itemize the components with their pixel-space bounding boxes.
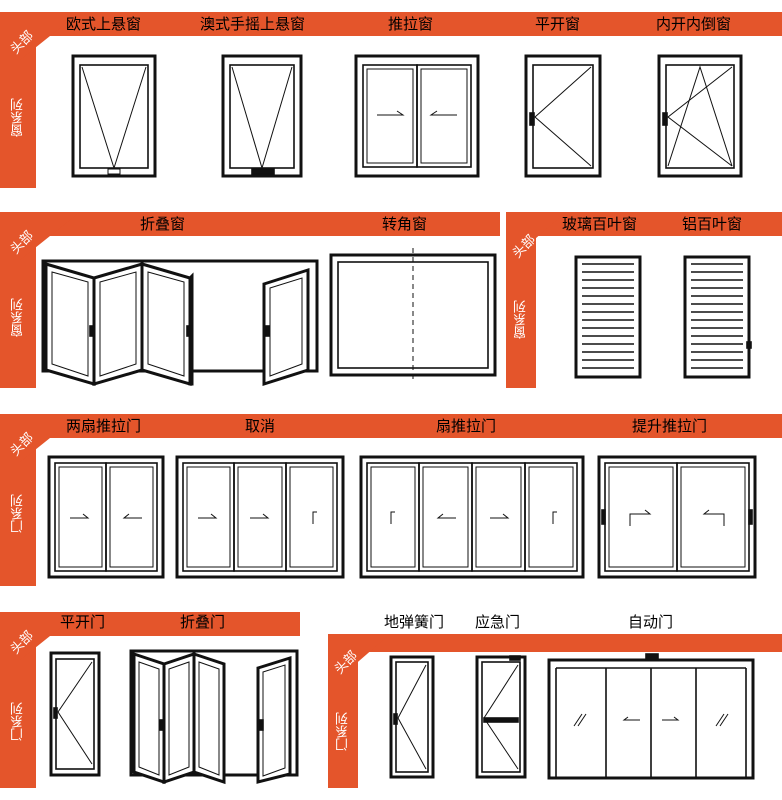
glass-louver-window-icon bbox=[574, 255, 642, 379]
lift-sliding-door-icon bbox=[597, 455, 757, 579]
row1-side-label: 窗系列 bbox=[11, 98, 26, 137]
row1-top-band bbox=[0, 12, 782, 36]
emergency-door-icon bbox=[475, 655, 527, 779]
aus-winder-window-icon bbox=[221, 54, 303, 178]
label-corner-window: 转角窗 bbox=[382, 215, 428, 233]
row4-side-label: 门系列 bbox=[11, 702, 26, 741]
label-floor-spring-door: 地弹簧门 bbox=[384, 613, 445, 631]
row2b-side-label: 窗系列 bbox=[514, 300, 529, 339]
row3-side-label: 门系列 bbox=[11, 494, 26, 533]
label-automatic-door: 自动门 bbox=[628, 613, 674, 631]
label-sliding-window: 推拉窗 bbox=[388, 15, 434, 33]
label-tilt-turn-window: 内开内倒窗 bbox=[656, 15, 732, 33]
label-cancel: 取消 bbox=[245, 417, 276, 435]
three-panel-sliding-door-icon bbox=[175, 455, 345, 579]
label-lift-sliding-door: 提升推拉门 bbox=[632, 417, 708, 435]
two-panel-sliding-door-icon bbox=[47, 455, 165, 579]
four-panel-sliding-door-icon bbox=[359, 455, 585, 579]
label-emergency-door: 应急门 bbox=[475, 613, 521, 631]
label-euro-top-hung-window: 欧式上悬窗 bbox=[66, 15, 142, 33]
label-two-panel-sliding-door: 两扇推拉门 bbox=[66, 417, 142, 435]
tilt-turn-window-icon bbox=[657, 54, 743, 178]
label-glass-louver-window: 玻璃百叶窗 bbox=[562, 215, 638, 233]
label-aluminum-louver-window: 铝百叶窗 bbox=[682, 215, 743, 233]
swing-door-icon bbox=[49, 651, 101, 777]
label-folding-window: 折叠窗 bbox=[140, 215, 186, 233]
row4b-top-band bbox=[328, 634, 782, 652]
folding-door-icon bbox=[129, 649, 299, 785]
row4b-side-label: 门系列 bbox=[336, 712, 351, 751]
corner-window-icon bbox=[329, 248, 497, 382]
euro-top-hung-window-icon bbox=[71, 54, 157, 178]
sliding-window-icon bbox=[354, 54, 480, 178]
row3-top-band bbox=[0, 414, 782, 438]
label-panel-sliding-door: 扇推拉门 bbox=[436, 417, 497, 435]
aluminum-louver-window-icon bbox=[683, 255, 752, 379]
label-swing-door: 平开门 bbox=[60, 613, 106, 631]
row2-top-band bbox=[0, 212, 500, 236]
row2-side-label: 窗系列 bbox=[11, 298, 26, 337]
automatic-door-icon bbox=[547, 653, 755, 780]
label-folding-door: 折叠门 bbox=[180, 613, 226, 631]
label-aus-winder-window: 澳式手摇上悬窗 bbox=[200, 15, 306, 33]
floor-spring-door-icon bbox=[389, 655, 435, 779]
label-casement-window: 平开窗 bbox=[535, 15, 581, 33]
folding-window-icon bbox=[41, 259, 319, 387]
casement-window-icon bbox=[524, 54, 602, 178]
